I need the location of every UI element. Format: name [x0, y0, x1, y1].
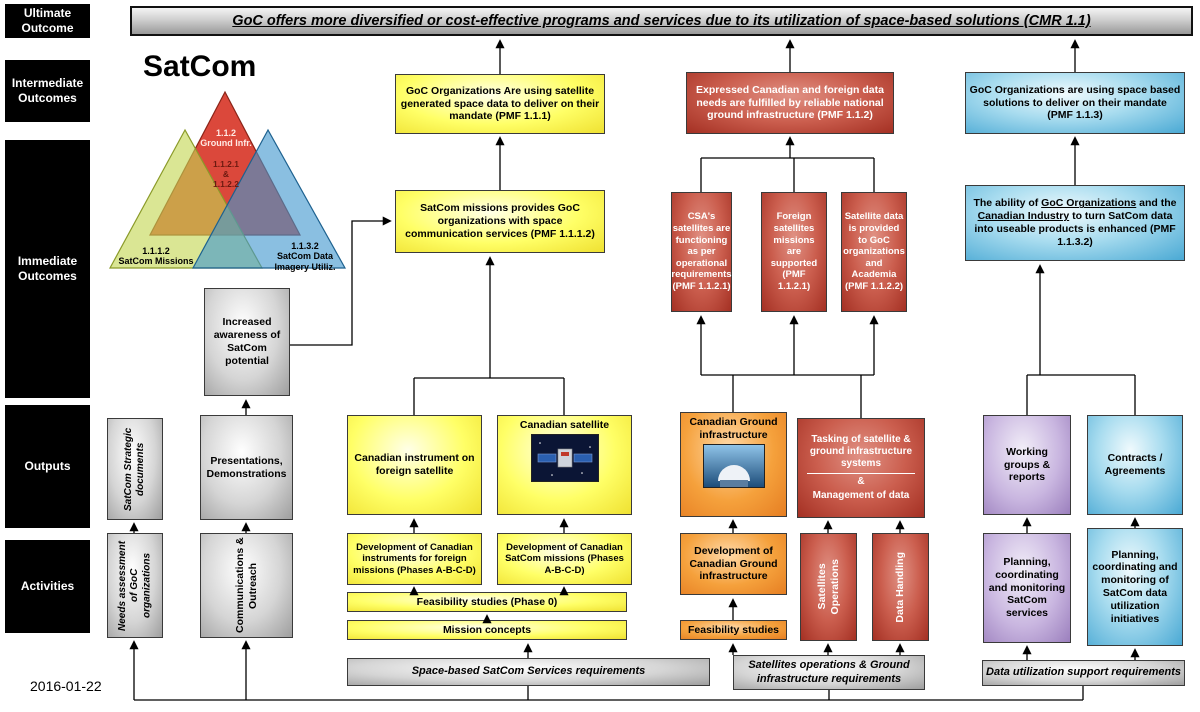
output-working-groups-reports: Working groups & reports	[983, 415, 1071, 515]
canadian-satellite-image	[530, 433, 599, 482]
output-contracts-agreements: Contracts / Agreements	[1087, 415, 1183, 515]
immediate-outcome-foreign-satellites: Foreign satellites missions are supporte…	[761, 192, 827, 312]
immediate-outcome-csa-satellites: CSA's satellites are functioning as per …	[671, 192, 732, 312]
activity-satellites-operations: Satellites Operations	[800, 533, 857, 641]
requirements-space-based-satcom: Space-based SatCom Services requirements	[347, 658, 710, 686]
tasking-divider	[807, 472, 915, 474]
activity-development-ground-infrastructure: Development of Canadian Ground infrastru…	[680, 533, 787, 595]
row-label-activities: Activities	[5, 540, 90, 633]
intermediate-outcome-ground-infrastructure: Expressed Canadian and foreign data need…	[686, 72, 894, 134]
requirements-satellites-operations: Satellites operations & Ground infrastru…	[733, 655, 925, 690]
requirements-data-utilization: Data utilization support requirements	[982, 660, 1185, 686]
activity-planning-satcom-services: Planning, coordinating and monitoring Sa…	[983, 533, 1071, 643]
activity-mission-concepts: Mission concepts	[347, 620, 627, 640]
awareness-box: Increased awareness of SatCom potential	[204, 288, 290, 396]
immediate-outcome-data-products-ability: The ability of GoC Organizations and the…	[965, 185, 1185, 261]
venn-label-data-imagery: 1.1.3.2 SatCom Data Imagery Utiliz.	[274, 241, 336, 272]
output-tasking-management: Tasking of satellite & ground infrastruc…	[797, 418, 925, 518]
activity-communications-outreach: Communications & Outreach	[200, 533, 293, 638]
activity-data-handling: Data Handling	[872, 533, 929, 641]
row-label-immediate-outcomes: Immediate Outcomes	[5, 140, 90, 398]
intermediate-outcome-space-solutions: GoC Organizations are using space based …	[965, 72, 1185, 134]
venn-label-ground-infrastructure: 1.1.2 Ground Infr.	[200, 128, 252, 149]
ultimate-outcome-banner: GoC offers more diversified or cost-effe…	[130, 6, 1193, 36]
output-canadian-satellite: Canadian satellite	[497, 415, 632, 515]
row-label-intermediate-outcomes: Intermediate Outcomes	[5, 60, 90, 122]
venn-label-center-codes: 1.1.2.1 & 1.1.2.2	[213, 159, 239, 189]
output-canadian-ground-infrastructure: Canadian Ground infrastructure	[680, 412, 787, 517]
ultimate-outcome-text: GoC offers more diversified or cost-effe…	[232, 13, 1091, 29]
venn-label-satcom-missions: 1.1.1.2 SatCom Missions	[118, 246, 194, 267]
ability-text: The ability of GoC Organizations and the…	[973, 197, 1177, 248]
output-satcom-strategic-documents: SatCom Strategic documents	[107, 418, 163, 520]
row-label-outputs: Outputs	[5, 405, 90, 528]
intermediate-outcome-satellite-data: GoC Organizations Are using satellite ge…	[395, 74, 605, 134]
activity-feasibility-studies-phase0: Feasibility studies (Phase 0)	[347, 592, 627, 612]
activity-development-instruments: Development of Canadian instruments for …	[347, 533, 482, 585]
row-label-ultimate-outcome: Ultimate Outcome	[5, 4, 90, 38]
activity-development-satcom-missions: Development of Canadian SatCom missions …	[497, 533, 632, 585]
canadian-satellite-label: Canadian satellite	[519, 419, 610, 431]
immediate-outcome-satcom-missions: SatCom missions provides GoC organizatio…	[395, 190, 605, 253]
activity-planning-data-utilization: Planning, coordinating and monitoring of…	[1087, 528, 1183, 646]
page-title: SatCom	[143, 50, 257, 83]
ground-infrastructure-image	[702, 443, 765, 488]
output-presentations-demonstrations: Presentations, Demonstrations	[200, 415, 293, 520]
activity-needs-assessment: Needs assessment of GoC organizations	[107, 533, 163, 638]
output-canadian-instrument: Canadian instrument on foreign satellite	[347, 415, 482, 515]
immediate-outcome-satellite-data-provided: Satellite data is provided to GoC organi…	[841, 192, 907, 312]
activity-feasibility-studies: Feasibility studies	[680, 620, 787, 640]
date-label: 2016-01-22	[30, 678, 102, 694]
ground-infrastructure-label: Canadian Ground infrastructure	[689, 416, 778, 441]
